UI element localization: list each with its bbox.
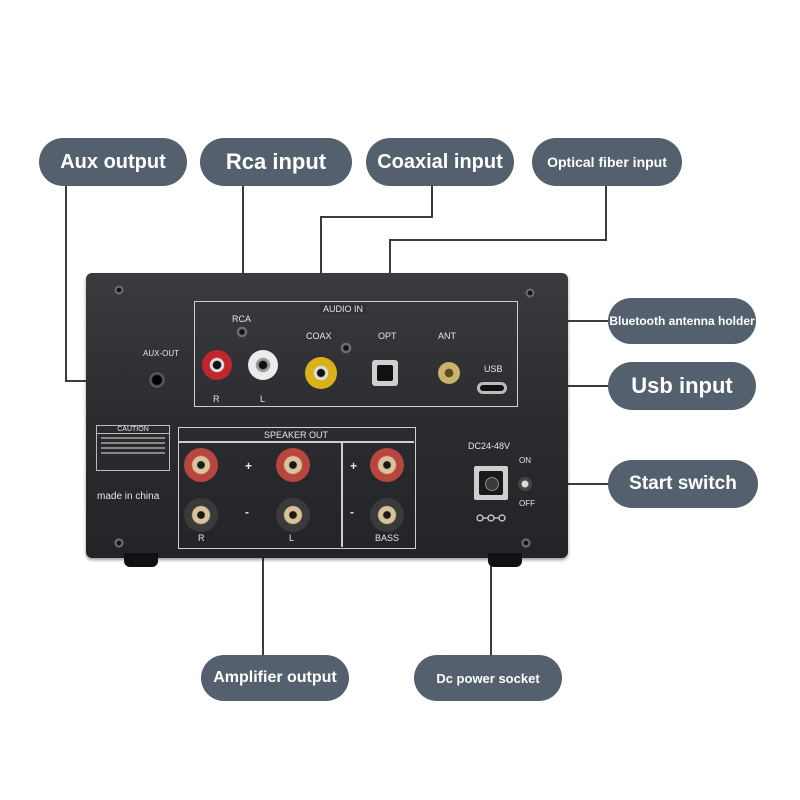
ant-label: ANT [438, 331, 456, 341]
switch-on-label: ON [519, 456, 531, 465]
speaker-out-label: SPEAKER OUT [264, 430, 329, 440]
switch-off-label: OFF [519, 499, 535, 508]
speaker-post-r-plus[interactable] [184, 448, 218, 482]
rca-right-jack[interactable] [202, 350, 232, 380]
callout-aux-output: Aux output [39, 138, 187, 186]
minus-sign-left: - [245, 505, 249, 519]
plus-sign-bass: + [350, 459, 358, 473]
callout-bluetooth-antenna-holder: Bluetooth antenna holder [608, 298, 756, 344]
speaker-out-divider [178, 441, 414, 443]
aux-out-label: AUX-OUT [143, 349, 179, 358]
coax-jack[interactable] [305, 357, 337, 389]
polarity-icon [476, 514, 506, 522]
aux-out-jack[interactable] [148, 371, 166, 389]
callout-optical-fiber-input: Optical fiber input [532, 138, 682, 186]
amplifier-rear-panel [86, 273, 568, 558]
dc-power-socket[interactable] [474, 466, 508, 500]
bass-label: BASS [375, 533, 400, 543]
caution-title: CAUTION [97, 426, 169, 434]
dc-rating-label: DC24-48V [468, 441, 511, 451]
rca-left-jack[interactable] [248, 350, 278, 380]
speaker-post-bass-minus[interactable] [370, 498, 404, 532]
made-in-label: made in china [97, 491, 160, 502]
callout-dc-power-socket: Dc power socket [414, 655, 562, 701]
rca-right-label: R [213, 394, 220, 404]
usb-port[interactable] [477, 382, 507, 394]
callout-coaxial-input: Coaxial input [366, 138, 514, 186]
speaker-post-l-minus[interactable] [276, 498, 310, 532]
speaker-l-label: L [289, 533, 295, 543]
indicator-hole [340, 342, 352, 354]
device-foot-left [124, 553, 158, 567]
speaker-post-r-minus[interactable] [184, 498, 218, 532]
callout-usb-input: Usb input [608, 362, 756, 410]
usb-label: USB [484, 364, 503, 374]
audio-in-section [194, 301, 518, 407]
speaker-post-l-plus[interactable] [276, 448, 310, 482]
antenna-connector[interactable] [438, 362, 460, 384]
minus-sign-bass: - [350, 505, 354, 519]
caution-label: CAUTION [96, 425, 170, 471]
speaker-r-label: R [198, 533, 205, 543]
rca-label: RCA [232, 314, 252, 324]
plus-sign-left: + [245, 459, 253, 473]
optical-port[interactable] [372, 360, 398, 386]
power-switch[interactable] [518, 477, 532, 491]
screw-icon [525, 288, 535, 298]
callout-start-switch: Start switch [608, 460, 758, 508]
audio-in-label: AUDIO IN [320, 304, 367, 314]
indicator-hole [236, 326, 248, 338]
bass-divider [341, 441, 343, 547]
screw-icon [114, 285, 124, 295]
callout-rca-input: Rca input [200, 138, 352, 186]
speaker-out-section [178, 427, 416, 549]
screw-icon [114, 538, 124, 548]
screw-icon [521, 538, 531, 548]
coax-label: COAX [306, 331, 332, 341]
rca-left-label: L [260, 394, 266, 404]
opt-label: OPT [378, 331, 397, 341]
speaker-post-bass-plus[interactable] [370, 448, 404, 482]
device-foot-right [488, 553, 522, 567]
callout-amplifier-output: Amplifier output [201, 655, 349, 701]
